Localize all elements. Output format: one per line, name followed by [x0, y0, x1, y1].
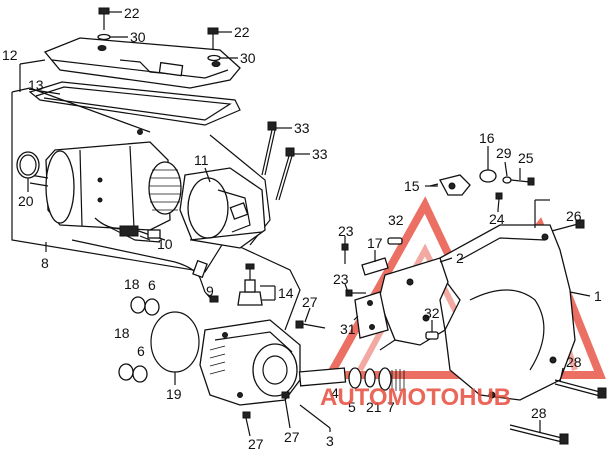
wiring-harness-10 [71, 217, 219, 303]
callout-7: 7 [387, 399, 395, 415]
callout-22: 22 [234, 24, 250, 40]
o-ring-6-upper [144, 298, 160, 316]
callout-31: 31 [340, 321, 356, 337]
end-cover-11 [179, 167, 266, 249]
callout-9: 9 [206, 283, 214, 299]
callout-18: 18 [124, 276, 140, 292]
callout-21: 21 [366, 399, 382, 415]
callout-30: 30 [240, 50, 256, 66]
watermark-text: AUTOMOTOHUB [320, 384, 511, 411]
callout-18: 18 [114, 325, 130, 341]
callout-32: 32 [388, 212, 404, 228]
callout-19: 19 [166, 386, 182, 402]
callout-23: 23 [333, 271, 349, 287]
callout-4: 4 [331, 385, 339, 401]
bolt-33-lower [275, 147, 295, 201]
switch-14 [237, 263, 263, 306]
callout-5: 5 [348, 399, 356, 415]
callout-1: 1 [594, 288, 602, 304]
callout-30: 30 [130, 29, 146, 45]
bolt-28-upper [554, 379, 607, 399]
callout-6: 6 [148, 277, 156, 293]
gearbox-housing-3 [199, 319, 301, 406]
callout-2: 2 [456, 250, 464, 266]
bolt-22-right [207, 27, 221, 62]
callout-22: 22 [124, 5, 140, 21]
callout-16: 16 [479, 130, 495, 146]
sensor-15 [429, 174, 471, 196]
o-ring-6-lower [132, 365, 148, 383]
callout-10: 10 [157, 236, 173, 252]
callout-11: 11 [194, 152, 209, 168]
clip-32-upper [387, 237, 403, 245]
callout-33: 33 [312, 146, 328, 162]
callout-29: 29 [496, 145, 512, 161]
callout-20: 20 [18, 193, 34, 209]
callout-13: 13 [28, 77, 44, 93]
callout-14: 14 [278, 285, 294, 301]
callout-26: 26 [566, 208, 582, 224]
bolt-27-lower-left [242, 411, 251, 437]
bolt-33-upper [261, 121, 277, 176]
callout-6: 6 [137, 343, 145, 359]
clip-32-lower [425, 331, 439, 340]
callout-27: 27 [248, 436, 264, 452]
bolt-25 [502, 176, 535, 186]
callout-23: 23 [338, 223, 354, 239]
starter-motor [29, 129, 182, 231]
o-ring-18-upper [130, 296, 146, 314]
callout-32: 32 [424, 305, 440, 321]
callout-33: 33 [294, 120, 310, 136]
bolt-23-lower [345, 289, 366, 297]
gasket-19 [150, 311, 200, 373]
bolt-23-upper [341, 243, 349, 264]
long-rod [29, 87, 151, 133]
callout-27: 27 [284, 429, 300, 445]
bolt-27-lower-right [281, 391, 291, 429]
callout-8: 8 [41, 255, 49, 271]
callout-labels: 22 30 22 30 12 13 33 33 11 16 29 25 15 2… [2, 5, 602, 452]
clip-17 [361, 257, 389, 276]
callout-12: 12 [2, 47, 18, 63]
callout-3: 3 [326, 433, 334, 449]
callout-15: 15 [404, 178, 420, 194]
crankcase-cover-1 [439, 199, 576, 401]
shaft-assembly [298, 367, 405, 391]
bolt-26 [547, 219, 585, 233]
bolt-24 [495, 192, 503, 211]
callout-28: 28 [566, 354, 582, 370]
callout-25: 25 [518, 150, 534, 166]
bolt-27-upper [295, 320, 326, 329]
bolt-22-left [97, 7, 111, 41]
o-ring-18-lower [118, 363, 134, 381]
callout-17: 17 [367, 235, 383, 251]
callout-28: 28 [531, 405, 547, 421]
cap-16 [479, 169, 497, 183]
top-cover [43, 37, 241, 89]
bolt-28-lower [509, 424, 569, 445]
plate-31 [354, 291, 389, 339]
callout-27: 27 [302, 294, 318, 310]
callout-24: 24 [489, 211, 505, 227]
leader-lines [19, 11, 591, 432]
cover-gasket [28, 81, 241, 126]
